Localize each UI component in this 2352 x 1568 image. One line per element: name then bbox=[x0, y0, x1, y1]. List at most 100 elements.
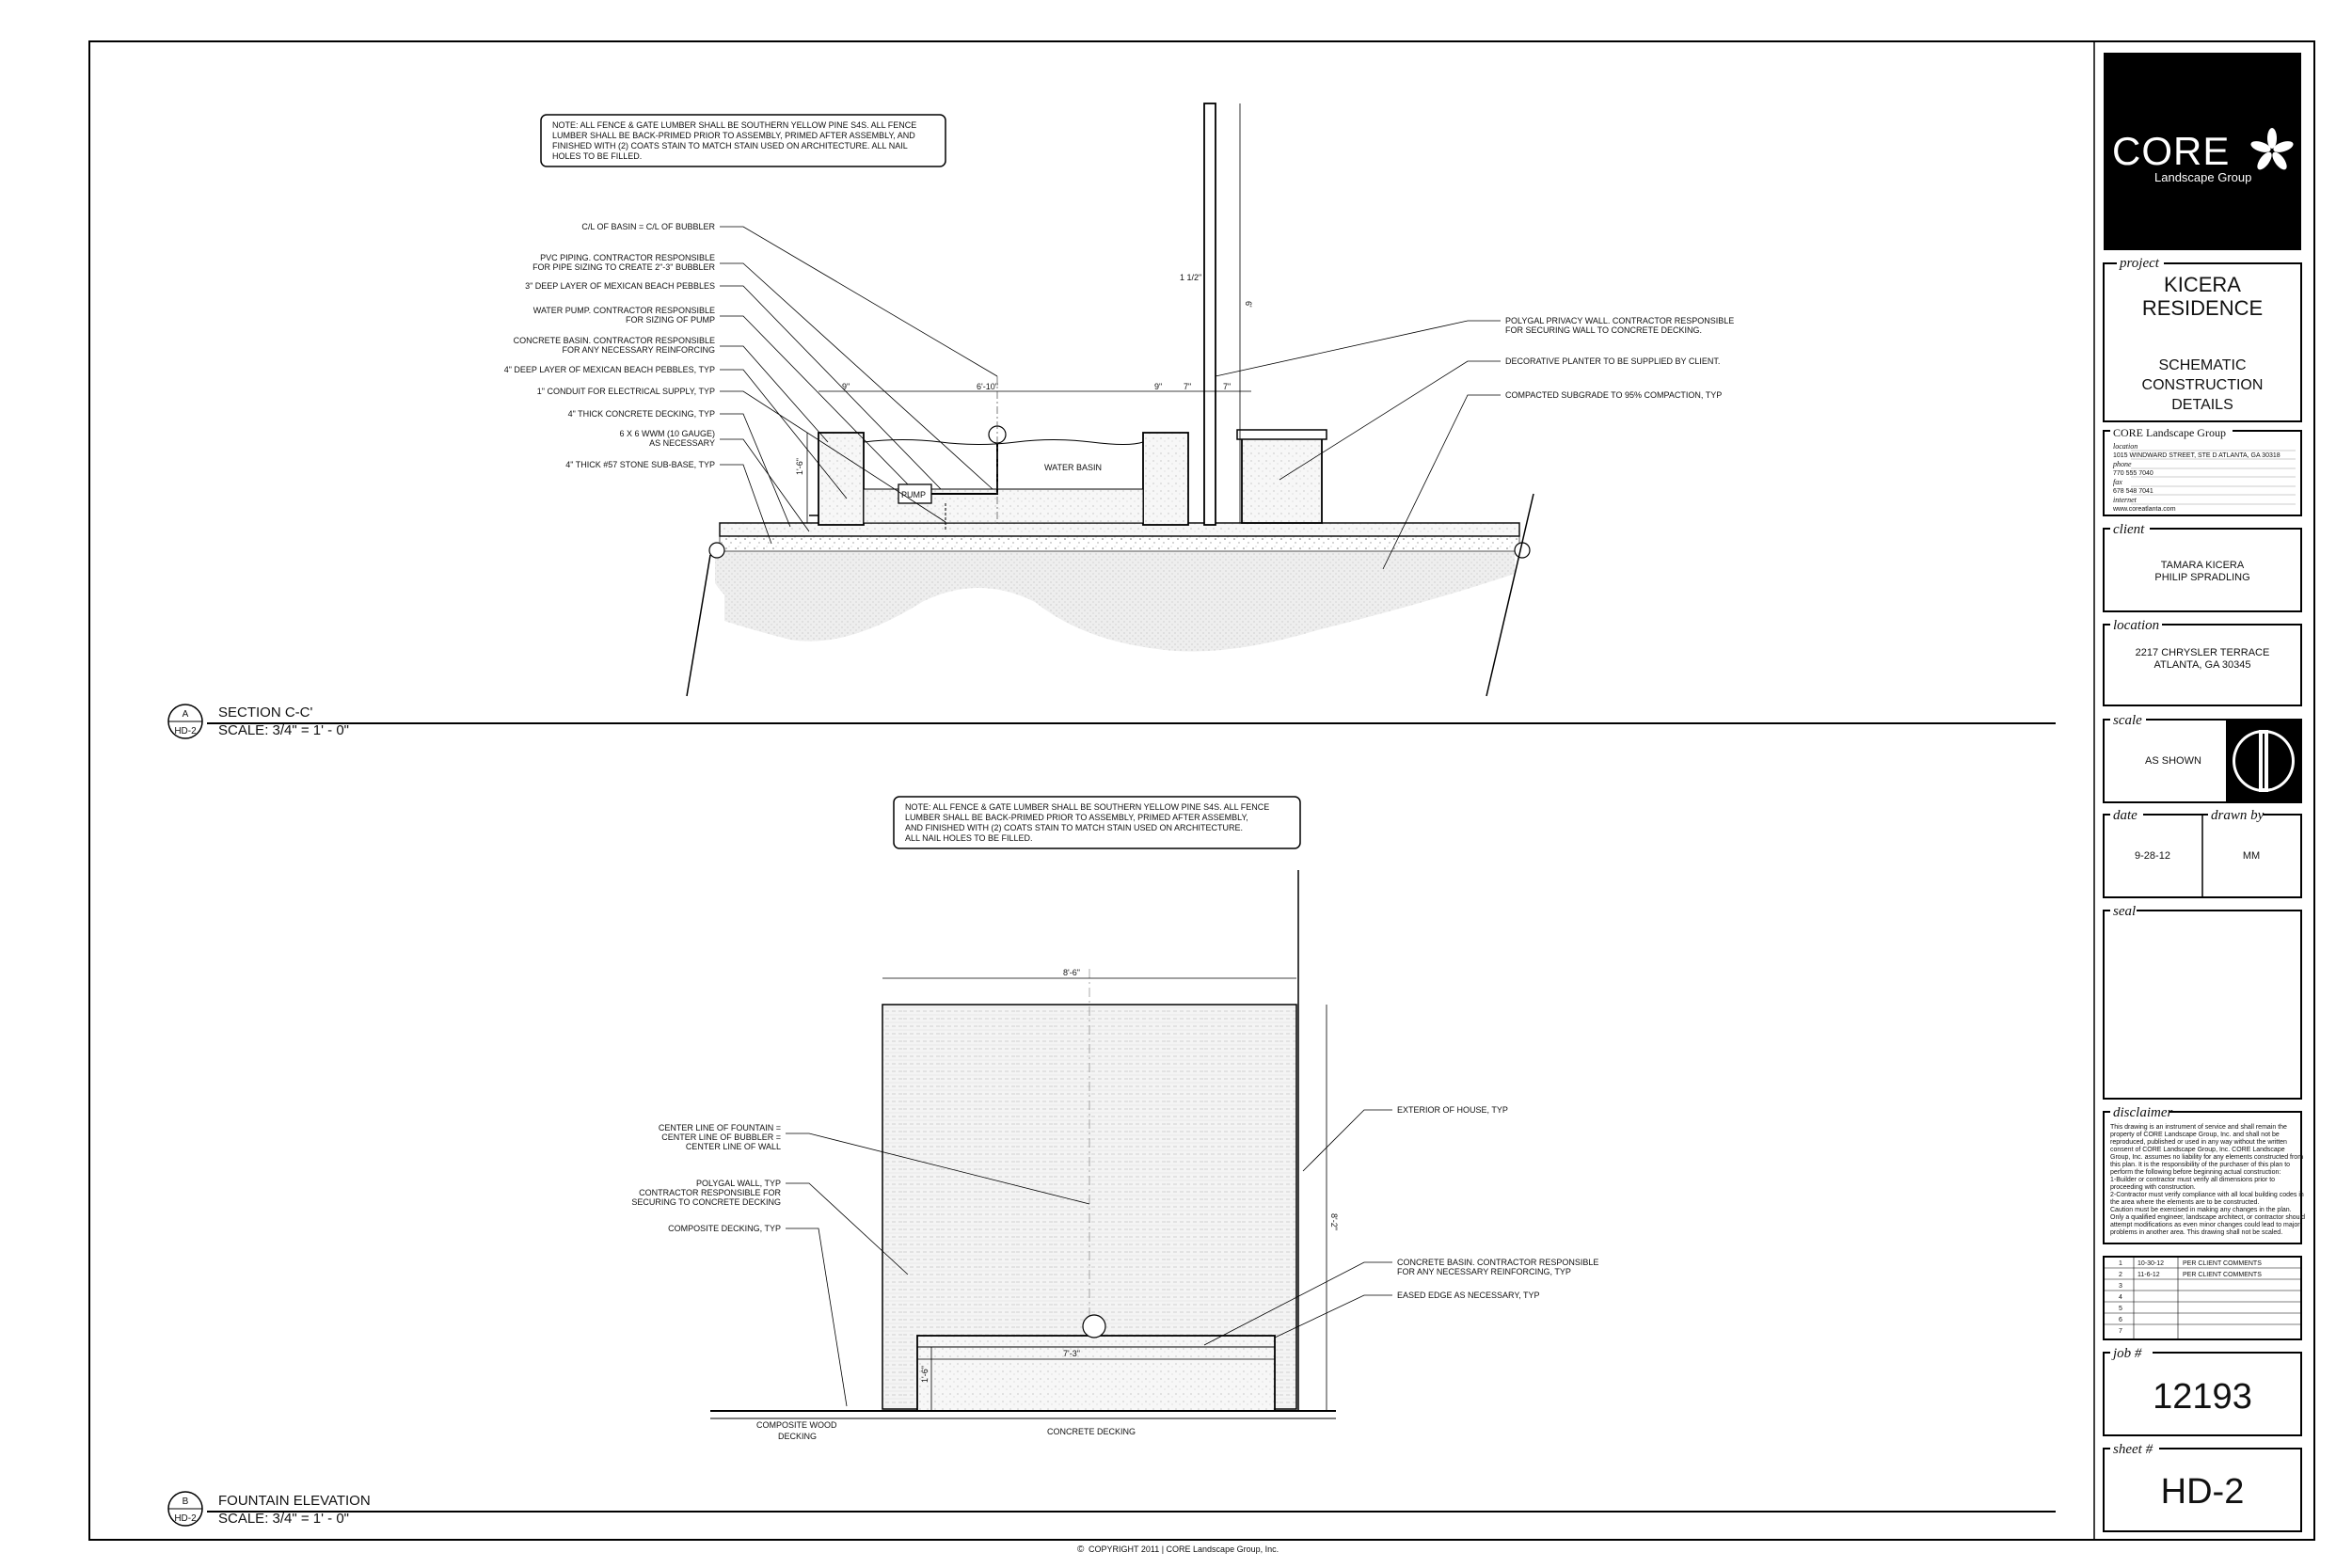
dim-9-right: 9" bbox=[1154, 382, 1162, 391]
dim-8-6: 8'-6" bbox=[1063, 968, 1080, 977]
flower-logo-icon bbox=[2250, 128, 2294, 170]
table-row: 2 bbox=[2119, 1272, 2122, 1278]
note-a-line-3: FINISHED WITH (2) COATS STAIN TO MATCH S… bbox=[552, 141, 908, 150]
client-name-1: TAMARA KICERA bbox=[2161, 560, 2245, 571]
label-pump-2: FOR SIZING OF PUMP bbox=[626, 315, 715, 325]
company-detail-3: phone bbox=[2112, 460, 2132, 468]
company-detail-5: fax bbox=[2113, 478, 2122, 486]
revision-rows: 1 10-30-12 PER CLIENT COMMENTS 2 11-6-12… bbox=[2119, 1260, 2262, 1335]
label-polygal-b-1: POLYGAL WALL, TYP bbox=[696, 1179, 781, 1188]
label-centerline-2: CENTER LINE OF BUBBLER = bbox=[661, 1132, 781, 1142]
sheet-border bbox=[88, 40, 2315, 1541]
dim-1-1-2: 1 1/2" bbox=[1180, 273, 1201, 282]
job-box bbox=[2103, 1352, 2302, 1436]
section-a-bubble-bottom: HD-2 bbox=[174, 726, 197, 736]
subgrade-fill-left bbox=[715, 550, 922, 641]
job-label: job # bbox=[2111, 1346, 2142, 1361]
label-pvc-2: FOR PIPE SIZING TO CREATE 2"-3" BUBBLER bbox=[532, 262, 715, 272]
label-composite-wood-2: DECKING bbox=[778, 1432, 817, 1441]
svg-text:1-Builder or contractor must v: 1-Builder or contractor must verify all … bbox=[2110, 1177, 2275, 1183]
leaders-right-a bbox=[1215, 320, 1501, 570]
location-line-1: 2217 CHRYSLER TERRACE bbox=[2136, 647, 2270, 658]
dim-1-6-a: 1'-6" bbox=[795, 458, 804, 475]
section-b-title: FOUNTAIN ELEVATION bbox=[218, 1493, 371, 1509]
section-a-bubble-top: A bbox=[183, 709, 189, 720]
pump-label: PUMP bbox=[901, 490, 926, 499]
title-block: CORE Landscape Group project KICERA RESI… bbox=[2103, 53, 2305, 1532]
svg-text:Caution must be exercised in m: Caution must be exercised in making any … bbox=[2110, 1207, 2292, 1213]
section-a-scale: SCALE: 3/4" = 1' - 0" bbox=[218, 722, 349, 738]
note-b-line-2: LUMBER SHALL BE BACK-PRIMED PRIOR TO ASS… bbox=[905, 813, 1248, 822]
label-polygal-2: FOR SECURING WALL TO CONCRETE DECKING. bbox=[1505, 325, 1702, 335]
label-basin-b-1: CONCRETE BASIN. CONTRACTOR RESPONSIBLE bbox=[1397, 1258, 1598, 1267]
label-basin-2: FOR ANY NECESSARY REINFORCING bbox=[562, 345, 715, 355]
revision-table bbox=[2103, 1256, 2302, 1340]
section-b-scale: SCALE: 3/4" = 1' - 0" bbox=[218, 1511, 349, 1527]
label-polygal-b-3: SECURING TO CONCRETE DECKING bbox=[631, 1197, 781, 1207]
label-planter: DECORATIVE PLANTER TO BE SUPPLIED BY CLI… bbox=[1505, 356, 1720, 366]
label-polygal-b-2: CONTRACTOR RESPONSIBLE FOR bbox=[639, 1188, 781, 1197]
label-wwm-2: AS NECESSARY bbox=[649, 438, 715, 448]
table-row: 7 bbox=[2119, 1328, 2122, 1335]
disclaimer-label: disclaimer bbox=[2113, 1105, 2172, 1120]
section-b-drawing: NOTE: ALL FENCE & GATE LUMBER SHALL BE S… bbox=[167, 796, 1598, 1527]
project-desc-3: DETAILS bbox=[2171, 397, 2233, 413]
note-box-a bbox=[540, 114, 946, 167]
leaders-left-b bbox=[786, 1132, 1090, 1407]
drawn-by-value: MM bbox=[2243, 850, 2260, 862]
sheet-label: sheet # bbox=[2113, 1442, 2153, 1457]
logo-sub: Landscape Group bbox=[2154, 170, 2251, 184]
note-b-line-4: ALL NAIL HOLES TO BE FILLED. bbox=[905, 833, 1033, 843]
note-a-line-2: LUMBER SHALL BE BACK-PRIMED PRIOR TO ASS… bbox=[552, 131, 915, 140]
svg-text:problems in another area. This: problems in another area. This drawing s… bbox=[2110, 1229, 2282, 1236]
dim-6: 6' bbox=[1244, 301, 1253, 308]
project-label: project bbox=[2119, 256, 2160, 271]
svg-text:proceeding with construction.: proceeding with construction. bbox=[2110, 1184, 2196, 1191]
polygal-privacy-wall bbox=[1203, 103, 1216, 526]
project-name-2: RESIDENCE bbox=[2142, 296, 2263, 320]
note-box-b bbox=[893, 796, 1301, 849]
table-row: 4 bbox=[2119, 1294, 2122, 1301]
drawn-by-label: drawn by bbox=[2211, 808, 2265, 823]
dim-7-a: 7" bbox=[1184, 382, 1191, 391]
client-box bbox=[2103, 528, 2302, 612]
label-cl-basin: C/L OF BASIN = C/L OF BUBBLER bbox=[581, 222, 715, 231]
label-composite-wood-1: COMPOSITE WOOD bbox=[756, 1420, 837, 1430]
label-polygal-1: POLYGAL PRIVACY WALL. CONTRACTOR RESPONS… bbox=[1505, 316, 1734, 325]
project-name-1: KICERA bbox=[2164, 273, 2241, 296]
label-eased-edge: EASED EDGE AS NECESSARY, TYP bbox=[1397, 1291, 1540, 1300]
leaders-right-b bbox=[1203, 1109, 1392, 1346]
label-exterior-house: EXTERIOR OF HOUSE, TYP bbox=[1397, 1105, 1508, 1115]
date-label: date bbox=[2113, 808, 2137, 823]
planter-rim bbox=[1236, 429, 1327, 440]
seal-label: seal bbox=[2113, 904, 2136, 919]
disclaimer-text: This drawing is an instrument of service… bbox=[2110, 1124, 2305, 1236]
label-subbase: 4" THICK #57 STONE SUB-BASE, TYP bbox=[565, 460, 715, 469]
svg-text:property of CORE Landscape Gro: property of CORE Landscape Group, Inc. a… bbox=[2110, 1132, 2280, 1138]
company-detail-8: www.coreatlanta.com bbox=[2112, 506, 2176, 513]
svg-text:Group, Inc. assumes no liabili: Group, Inc. assumes no liability for any… bbox=[2110, 1154, 2303, 1161]
pvc-piping bbox=[931, 442, 998, 495]
break-left bbox=[708, 542, 725, 559]
table-row: 3 bbox=[2119, 1283, 2122, 1290]
svg-text:perform the following before b: perform the following before beginning a… bbox=[2110, 1169, 2280, 1176]
label-pump-1: WATER PUMP. CONTRACTOR RESPONSIBLE bbox=[533, 306, 715, 315]
sheet-number: HD-2 bbox=[2161, 1472, 2245, 1512]
water-basin-label: WATER BASIN bbox=[1044, 463, 1102, 472]
label-decking: 4" THICK CONCRETE DECKING, TYP bbox=[568, 409, 715, 419]
location-line-2: ATLANTA, GA 30345 bbox=[2154, 659, 2251, 671]
north-arrow-icon bbox=[2233, 730, 2295, 792]
svg-text:Only a qualified engineer, lan: Only a qualified engineer, landscape arc… bbox=[2110, 1214, 2305, 1221]
leaders-left-a bbox=[720, 226, 998, 545]
scale-label: scale bbox=[2113, 713, 2142, 728]
cut-line-left bbox=[686, 554, 711, 697]
company-detail-7: internet bbox=[2113, 496, 2137, 504]
client-name-2: PHILIP SPRADLING bbox=[2154, 572, 2249, 583]
company-rule-lines bbox=[2131, 450, 2296, 505]
dim-8-2: 8'-2" bbox=[1329, 1213, 1339, 1230]
company-title: CORE Landscape Group bbox=[2113, 426, 2226, 439]
seal-box bbox=[2103, 910, 2302, 1100]
label-pebbles-3: 3" DEEP LAYER OF MEXICAN BEACH PEBBLES bbox=[525, 281, 715, 291]
copyright: COPYRIGHT 2011 | CORE Landscape Group, I… bbox=[1089, 1544, 1279, 1554]
logo-main: CORE bbox=[2112, 129, 2230, 173]
